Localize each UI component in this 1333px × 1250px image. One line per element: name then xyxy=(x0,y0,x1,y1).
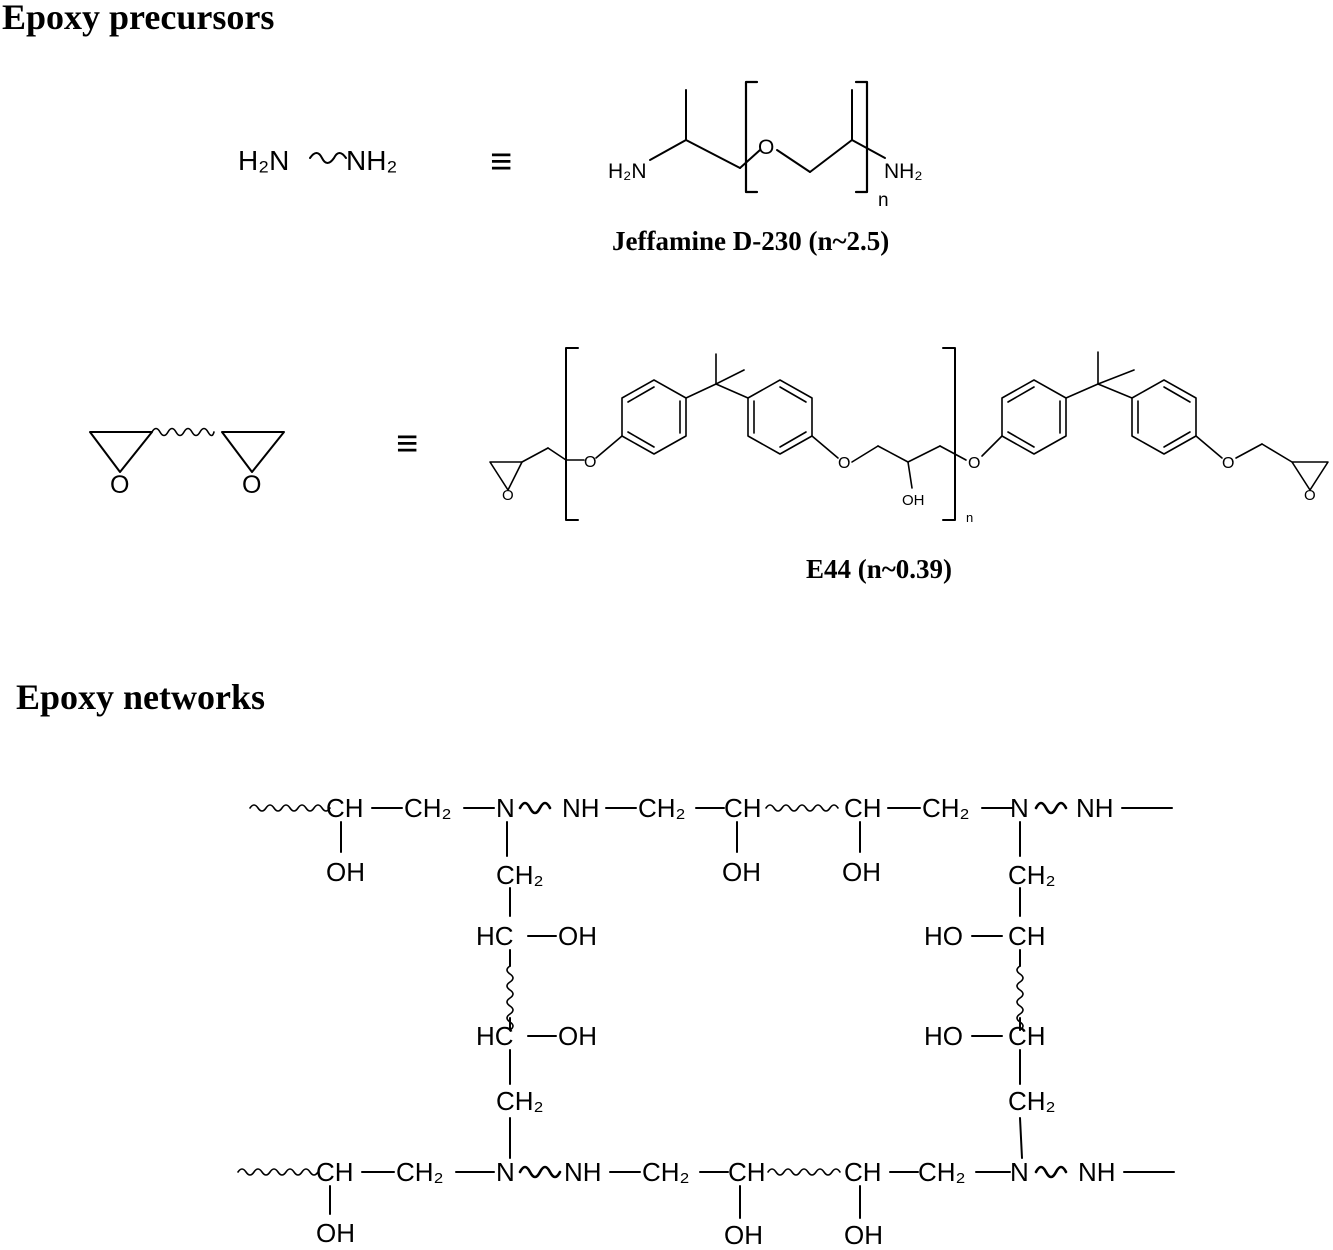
jeffamine-skeleton xyxy=(649,89,886,173)
network-bottom-oh-2: OH xyxy=(724,1220,763,1250)
jeffamine-repeat-n: n xyxy=(878,190,889,211)
network-right-ch-1: CH xyxy=(1008,921,1046,951)
network-top-chain: CH CH₂ N NH CH₂ CH CH CH₂ N NH OH OH OH xyxy=(326,793,1114,887)
e44-ether-o-4: O xyxy=(1222,455,1234,472)
network-top-n-1: N xyxy=(496,793,515,823)
network-top-ch2-1: CH₂ xyxy=(404,793,452,823)
network-right-column-labels: CH₂ HO CH HO CH CH₂ xyxy=(924,860,1056,1116)
amine-shorthand-wavy-bond xyxy=(309,152,347,164)
network-left-hc-1: HC xyxy=(476,921,514,951)
e44-epoxide-o-right: O xyxy=(1304,487,1316,504)
network-top-nh-2: NH xyxy=(1076,793,1114,823)
network-bottom-oh-3: OH xyxy=(844,1220,883,1250)
network-left-ch2-1: CH₂ xyxy=(496,860,544,890)
network-bottom-chain: CH CH₂ N NH CH₂ CH CH CH₂ N NH OH OH OH xyxy=(316,1157,1116,1250)
network-top-oh-1: OH xyxy=(326,857,365,887)
e44-repeat-n: n xyxy=(966,510,973,525)
jeffamine-repeat-brackets xyxy=(744,80,869,194)
network-bottom-nh-2: NH xyxy=(1078,1157,1116,1187)
network-bottom-oh-1: OH xyxy=(316,1218,355,1248)
heading-epoxy-networks: Epoxy networks xyxy=(16,677,266,717)
network-left-hc-2: HC xyxy=(476,1021,514,1051)
network-bottom-n-1: N xyxy=(496,1157,515,1187)
e44-caption: E44 (n~0.39) xyxy=(806,554,953,584)
amine-shorthand-h2n: H₂N xyxy=(238,145,289,176)
e44-ether-o-3: O xyxy=(968,455,980,472)
e44-hydroxyl: OH xyxy=(902,492,925,509)
network-bottom-ch2-2: CH₂ xyxy=(642,1157,690,1187)
network-bottom-ch-2: CH xyxy=(728,1157,766,1187)
equiv-symbol-amine: ≡ xyxy=(490,141,512,183)
epoxide-shorthand xyxy=(89,427,285,473)
e44-ether-o-2: O xyxy=(838,455,850,472)
jeffamine-h2n: H₂N xyxy=(608,160,646,183)
amine-shorthand-nh2: NH₂ xyxy=(346,145,397,176)
network-left-oh-1: OH xyxy=(558,921,597,951)
e44-repeat-brackets xyxy=(565,347,956,521)
network-bottom-n-2: N xyxy=(1010,1157,1029,1187)
jeffamine-nh2: NH₂ xyxy=(884,160,922,183)
network-left-ch2-2: CH₂ xyxy=(496,1086,544,1116)
network-top-ch2-2: CH₂ xyxy=(638,793,686,823)
network-left-oh-2: OH xyxy=(558,1021,597,1051)
network-top-ch2-3: CH₂ xyxy=(922,793,970,823)
network-bottom-nh-1: NH xyxy=(564,1157,602,1187)
e44-epoxide-o-left: O xyxy=(502,487,514,504)
network-top-n-2: N xyxy=(1010,793,1029,823)
network-top-ch-3: CH xyxy=(844,793,882,823)
network-right-ch-2: CH xyxy=(1008,1021,1046,1051)
network-right-ch2-2: CH₂ xyxy=(1008,1086,1056,1116)
network-left-column xyxy=(506,821,557,1159)
network-top-oh-2: OH xyxy=(722,857,761,887)
network-bottom-ch-3: CH xyxy=(844,1157,882,1187)
network-top-bonds xyxy=(249,801,1173,853)
epoxide-shorthand-o-left: O xyxy=(110,471,129,499)
network-bottom-ch2-1: CH₂ xyxy=(396,1157,444,1187)
network-right-ch2-1: CH₂ xyxy=(1008,860,1056,890)
heading-epoxy-precursors: Epoxy precursors xyxy=(2,0,275,37)
network-right-ho-2: HO xyxy=(924,1021,963,1051)
e44-ether-o-1: O xyxy=(584,454,596,471)
network-bottom-bonds xyxy=(237,1165,1175,1219)
network-right-ho-1: HO xyxy=(924,921,963,951)
e44-skeleton xyxy=(489,351,1329,491)
network-left-column-labels: CH₂ HC OH HC OH CH₂ xyxy=(476,860,597,1116)
network-top-nh-1: NH xyxy=(562,793,600,823)
network-top-ch-1: CH xyxy=(326,793,364,823)
jeffamine-oxygen: O xyxy=(758,136,774,159)
equiv-symbol-epoxy: ≡ xyxy=(396,423,418,465)
network-top-ch-2: CH xyxy=(724,793,762,823)
jeffamine-caption: Jeffamine D-230 (n~2.5) xyxy=(612,226,890,256)
network-bottom-ch2-3: CH₂ xyxy=(918,1157,966,1187)
network-right-column xyxy=(971,821,1024,1159)
network-top-oh-3: OH xyxy=(842,857,881,887)
epoxide-shorthand-o-right: O xyxy=(242,471,261,499)
network-bottom-ch-1: CH xyxy=(316,1157,354,1187)
